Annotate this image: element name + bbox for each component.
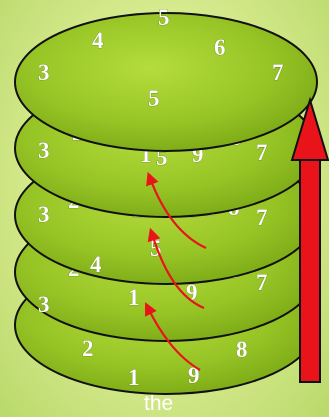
disk-number: 4	[92, 28, 104, 53]
disk-number: 8	[236, 337, 248, 362]
disk-number: 3	[38, 138, 50, 163]
disk-number: 5	[158, 5, 170, 30]
disk-number: 5	[148, 86, 160, 111]
disk-number: 3	[38, 60, 50, 85]
disk-top: 3 4 5 6 7 5 9	[14, 5, 318, 152]
curved-arrow-icon	[146, 171, 207, 249]
disk-number: 2	[82, 336, 94, 361]
disk-number: 1	[128, 365, 140, 390]
disk-number: 7	[256, 205, 268, 230]
up-arrow-icon	[290, 96, 329, 383]
disk-number: 4	[90, 252, 102, 277]
curved-arrow-icon	[145, 302, 201, 371]
disk-number: 3	[38, 202, 50, 227]
disk-number: 3	[38, 292, 50, 317]
disk-number: 7	[256, 270, 268, 295]
curved-arrow-icon	[147, 227, 205, 310]
disk-number: 7	[272, 60, 284, 85]
disk-number: 1	[128, 285, 140, 310]
disk-number: 6	[214, 35, 226, 60]
disk-number: 7	[256, 140, 268, 165]
